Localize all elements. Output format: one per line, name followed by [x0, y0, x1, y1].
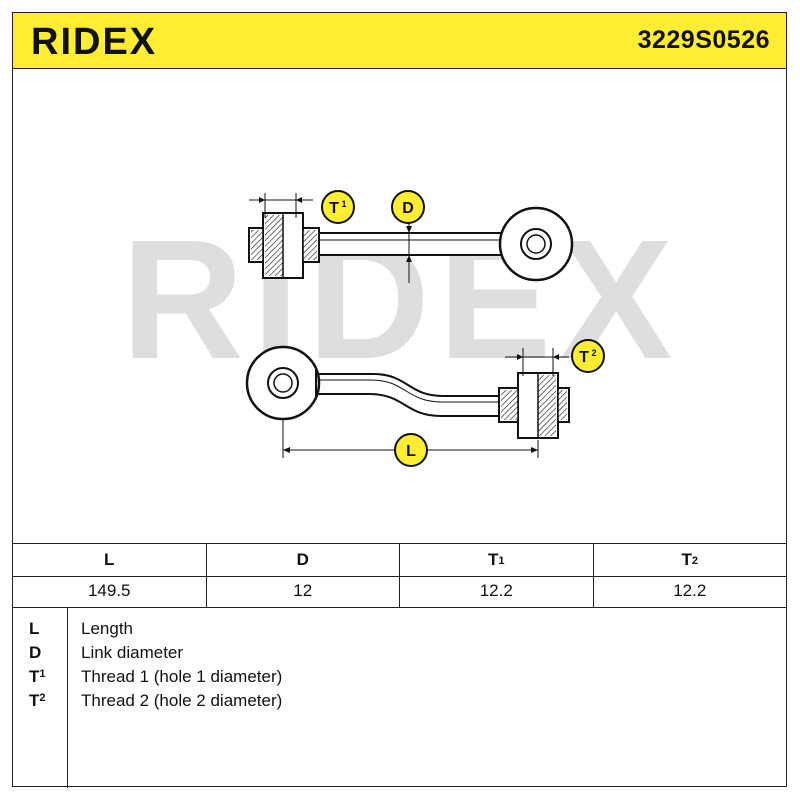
value-cell-t1: 12.2: [400, 575, 594, 607]
legend-key: T1: [29, 667, 46, 686]
dimension-t1: [249, 193, 313, 218]
callout-d: D: [391, 190, 425, 224]
legend-item-d: D Link diameter: [13, 643, 786, 667]
svg-text:D: D: [402, 200, 414, 217]
legend: L Length D Link diameter T1 Thread 1 (ho…: [13, 607, 786, 788]
header-bar: RIDEX 3229S0526: [13, 13, 786, 69]
legend-divider: [67, 607, 68, 788]
ridex-logo: RIDEX: [31, 21, 157, 61]
legend-text: Thread 2 (hole 2 diameter): [81, 691, 283, 710]
callout-t1: T 1: [321, 190, 355, 224]
legend-key: D: [29, 643, 42, 662]
header-cell-l: L: [13, 544, 207, 576]
value-cell-l: 149.5: [13, 575, 207, 607]
callout-l: L: [394, 433, 428, 467]
dimension-d: [406, 216, 412, 283]
legend-text: Link diameter: [81, 643, 184, 662]
legend-item-t1: T1 Thread 1 (hole 1 diameter): [13, 667, 786, 691]
part-number: 3229S0526: [637, 26, 770, 54]
product-frame: RIDEX 3229S0526 RIDEX: [12, 12, 787, 788]
spec-table-values: 149.5 12 12.2 12.2: [13, 575, 786, 608]
header-cell-d: D: [207, 544, 400, 576]
svg-text:RIDEX: RIDEX: [31, 21, 157, 61]
svg-text:2: 2: [591, 348, 596, 358]
value-cell-d: 12: [207, 575, 400, 607]
dimension-t2: [505, 348, 569, 376]
legend-item-t2: T2 Thread 2 (hole 2 diameter): [13, 691, 786, 715]
legend-key: L: [29, 619, 40, 638]
technical-drawing: RIDEX: [13, 68, 786, 543]
bottom-stabilizer-link: [245, 345, 570, 439]
legend-item-l: L Length: [13, 619, 786, 643]
legend-key: T2: [29, 691, 46, 710]
legend-text: Length: [81, 619, 133, 638]
legend-text: Thread 1 (hole 1 diameter): [81, 667, 283, 686]
svg-text:1: 1: [341, 199, 346, 209]
svg-text:L: L: [406, 443, 416, 460]
top-stabilizer-link: [248, 206, 574, 282]
value-cell-t2: 12.2: [673, 581, 707, 600]
svg-text:T: T: [329, 200, 339, 217]
stabilizer-link-drawing: RIDEX: [121, 190, 673, 467]
svg-text:T: T: [579, 349, 589, 366]
callout-t2: T 2: [571, 339, 605, 373]
